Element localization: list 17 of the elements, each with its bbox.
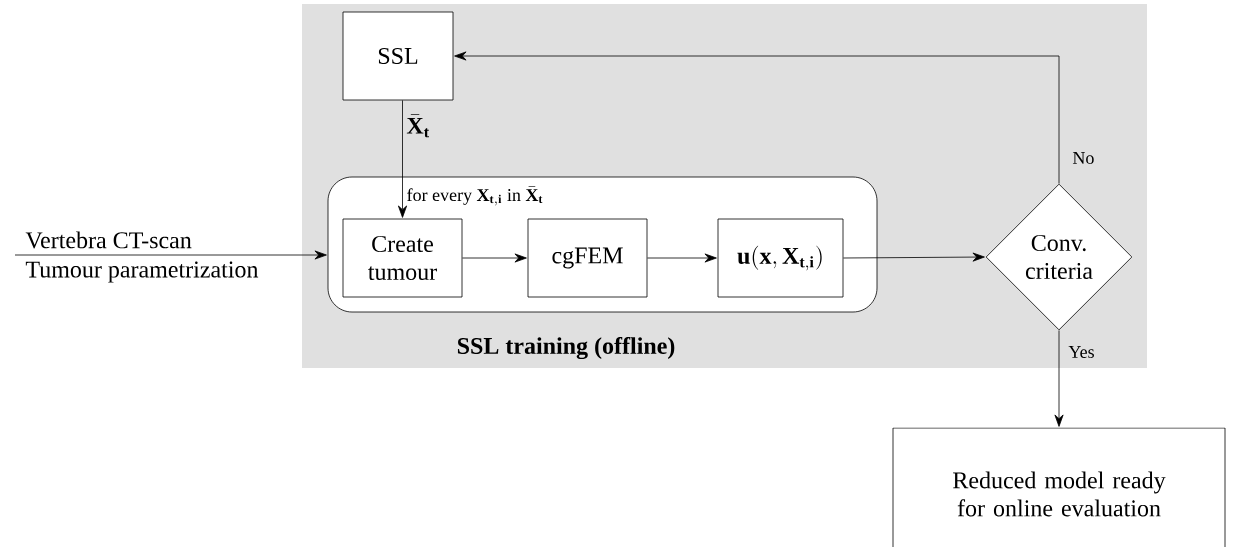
process-box: $\mathbf{u}(\mathbf{x},\mathbf{X}_{\mathbf{t,i}})$ <box>717 218 844 298</box>
process-box: Create tumour <box>342 218 463 298</box>
process-box: cgFEM <box>527 218 648 298</box>
arrow <box>14 250 327 260</box>
edge-label: Yes <box>1066 344 1097 360</box>
edge-label: Vertebra CT-scan <box>25 231 192 249</box>
edge-label: $\bar{\mathbf{X}}_{\mathbf{t}}$ <box>404 112 433 140</box>
arrow <box>398 100 408 218</box>
arrow <box>1054 330 1064 427</box>
arrow <box>843 252 985 262</box>
arrow <box>647 253 717 263</box>
arrow <box>462 253 527 263</box>
process-box: SSL <box>342 11 454 101</box>
process-box: Reduced model ready for online evaluation <box>892 427 1226 547</box>
input-label: Tumour parametrization <box>25 261 259 283</box>
arrow <box>454 51 1060 184</box>
edge-label: No <box>1070 150 1097 166</box>
